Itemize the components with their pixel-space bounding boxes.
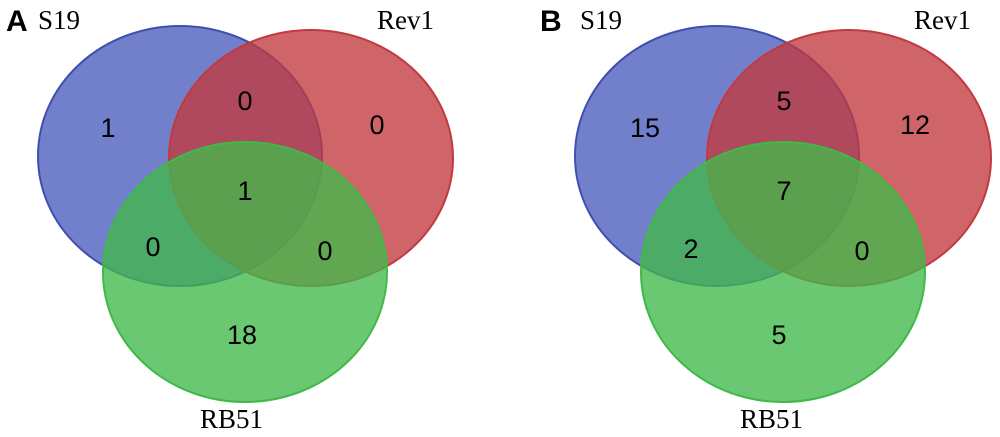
count-all-three: 7 xyxy=(776,176,791,206)
count-rev1-only: 0 xyxy=(369,110,384,140)
count-rb51-only: 5 xyxy=(771,320,786,350)
rb51-label: RB51 xyxy=(740,404,803,434)
count-s19-rev1: 5 xyxy=(776,86,791,116)
count-rb51-only: 18 xyxy=(227,320,257,350)
count-rev1-rb51: 0 xyxy=(854,236,869,266)
s19-label: S19 xyxy=(38,5,80,35)
rev1-label: Rev1 xyxy=(914,5,971,35)
count-s19-rev1: 0 xyxy=(237,86,252,116)
count-s19-rb51: 2 xyxy=(683,234,698,264)
count-all-three: 1 xyxy=(237,176,252,206)
panel-b: B S19 Rev1 RB51 15 5 12 7 2 0 5 xyxy=(540,5,992,434)
rb51-circle xyxy=(640,141,926,403)
panel-a: A S19 Rev1 RB51 1 0 0 1 0 0 18 xyxy=(6,5,454,434)
rb51-label: RB51 xyxy=(200,404,263,434)
count-rev1-rb51: 0 xyxy=(317,236,332,266)
count-s19-only: 15 xyxy=(630,113,660,143)
count-s19-only: 1 xyxy=(100,113,115,143)
panel-letter: A xyxy=(6,5,28,38)
panel-letter: B xyxy=(540,5,562,38)
rb51-circle xyxy=(102,141,388,403)
rev1-label: Rev1 xyxy=(377,5,434,35)
s19-label: S19 xyxy=(580,5,622,35)
count-rev1-only: 12 xyxy=(900,110,930,140)
count-s19-rb51: 0 xyxy=(145,232,160,262)
